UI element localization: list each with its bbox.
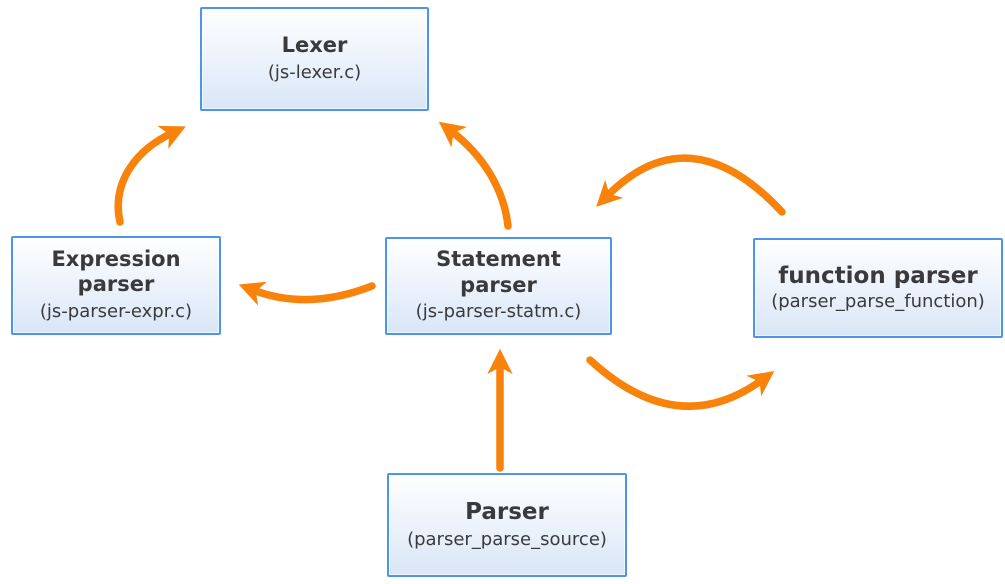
arrow-expression-parser-to-lexer	[114, 125, 186, 226]
node-lexer-subtitle: (js-lexer.c)	[267, 61, 362, 83]
node-lexer: Lexer (js-lexer.c)	[200, 7, 429, 111]
node-statement-parser-subtitle: (js-parser-statm.c)	[415, 301, 582, 323]
node-statement-parser-title: Statement parser	[436, 247, 561, 297]
node-expression-parser-subtitle: (js-parser-expr.c)	[39, 300, 193, 322]
arrow-statement-parser-to-lexer	[438, 121, 512, 230]
node-parser-subtitle: (parser_parse_source)	[407, 528, 607, 550]
node-lexer-title: Lexer	[281, 33, 348, 58]
node-function-parser: function parser (parser_parse_function)	[753, 238, 1003, 338]
node-parser-title: Parser	[465, 498, 549, 525]
node-function-parser-subtitle: (parser_parse_function)	[771, 290, 985, 312]
arrow-function-parser-to-statement-parser	[596, 154, 786, 216]
node-function-parser-title: function parser	[778, 262, 978, 289]
arrow-statement-parser-to-function-parser	[586, 356, 775, 410]
node-parser: Parser (parser_parse_source)	[387, 473, 627, 577]
node-expression-parser-title: Expression parser	[51, 246, 181, 297]
node-statement-parser: Statement parser (js-parser-statm.c)	[385, 237, 612, 335]
arrow-statement-parser-to-expression-parser	[238, 281, 376, 306]
node-expression-parser: Expression parser (js-parser-expr.c)	[11, 236, 221, 335]
